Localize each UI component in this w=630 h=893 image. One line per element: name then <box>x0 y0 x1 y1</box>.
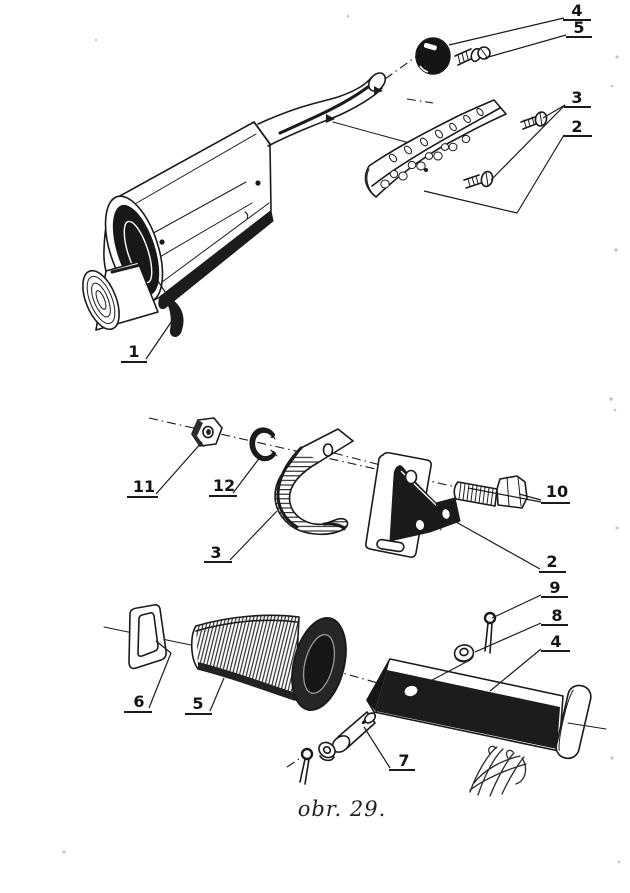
figure-caption: obr. 29. <box>298 797 387 821</box>
callout-5-number: 5 <box>192 694 203 713</box>
center-line <box>384 55 418 80</box>
gusset-bracket <box>389 465 461 542</box>
shield-holes <box>380 108 484 189</box>
callout-5: 5 <box>484 18 592 59</box>
tailpipe <box>257 72 425 148</box>
callout-12-number: 12 <box>213 476 235 495</box>
shield-screw-lower <box>463 170 494 189</box>
silencer-assembly: 4 5 3 2 1 <box>82 1 592 363</box>
mounting-plate <box>365 451 461 558</box>
center-line <box>286 758 300 768</box>
callout-6-number: 6 <box>133 692 144 711</box>
callout-2-number: 2 <box>546 552 557 571</box>
callout-3-number: 3 <box>210 543 221 562</box>
callout-2-number: 2 <box>571 117 582 136</box>
washer-lower <box>318 741 336 762</box>
washer-upper <box>416 644 475 689</box>
inlet-pipe-stub <box>82 261 184 337</box>
callout-2-middle: 2 <box>455 521 566 573</box>
signature <box>469 745 527 797</box>
mounting-bar <box>366 658 607 760</box>
callout-4-bottom: 4 <box>489 632 570 692</box>
callout-7-number: 7 <box>398 751 409 770</box>
cotter-pin-lower <box>299 747 314 785</box>
clamp-tab <box>326 114 335 123</box>
callout-9: 9 <box>491 578 568 619</box>
center-line <box>567 722 607 730</box>
callout-5-number: 5 <box>573 18 584 37</box>
callout-11-number: 11 <box>133 477 155 496</box>
cap-nut <box>415 37 451 75</box>
callout-4-number: 4 <box>550 632 561 651</box>
callout-4: 4 <box>448 1 591 46</box>
gusset-hole <box>442 509 450 519</box>
callout-11: 11 <box>127 441 203 498</box>
silencer-body <box>82 121 274 337</box>
tailpipe-open-end <box>367 72 387 92</box>
plate-top-hole <box>404 469 418 485</box>
stud-bolt <box>454 46 491 66</box>
bar-hole <box>404 685 418 697</box>
center-line <box>373 701 393 714</box>
callout-4-number: 4 <box>571 1 582 20</box>
callout-3-number: 3 <box>571 88 582 107</box>
clevis-pin <box>331 711 377 753</box>
finned-silencer-tip <box>190 614 347 712</box>
gusset-hole <box>415 520 425 530</box>
callout-3-middle: 3 <box>204 510 278 563</box>
cotter-pin-upper <box>483 611 497 654</box>
callout-2-top: 2 <box>423 117 592 214</box>
hex-nut <box>191 417 223 447</box>
callout-1: 1 <box>121 280 179 363</box>
callout-6: 6 <box>124 640 172 713</box>
shield-screw-upper <box>520 111 548 130</box>
center-line <box>406 98 434 104</box>
callout-8: 8 <box>474 606 568 653</box>
callout-3-top: 3 <box>490 88 591 181</box>
end-cap <box>555 684 592 760</box>
rivet <box>159 239 165 245</box>
bracket-hole <box>322 443 334 457</box>
scan-specks <box>62 14 621 864</box>
mounting-bolt <box>453 475 528 509</box>
bracket-assembly: 11 12 3 10 2 <box>127 417 570 573</box>
tip-assembly: 9 8 4 6 5 7 <box>103 578 607 797</box>
spring-washer <box>249 427 278 462</box>
clamp-tab <box>374 86 383 94</box>
callout-10-number: 10 <box>546 482 568 501</box>
pin-hole <box>361 719 367 725</box>
callout-1-number: 1 <box>128 342 139 361</box>
heat-shield <box>364 99 507 198</box>
gasket <box>128 604 167 670</box>
rivet <box>255 180 261 186</box>
callout-12: 12 <box>209 455 262 497</box>
callout-10: 10 <box>467 482 570 504</box>
callout-9-number: 9 <box>549 578 560 597</box>
callout-8-number: 8 <box>551 606 562 625</box>
callout-7: 7 <box>363 726 415 771</box>
callout-5-bottom: 5 <box>185 677 225 715</box>
